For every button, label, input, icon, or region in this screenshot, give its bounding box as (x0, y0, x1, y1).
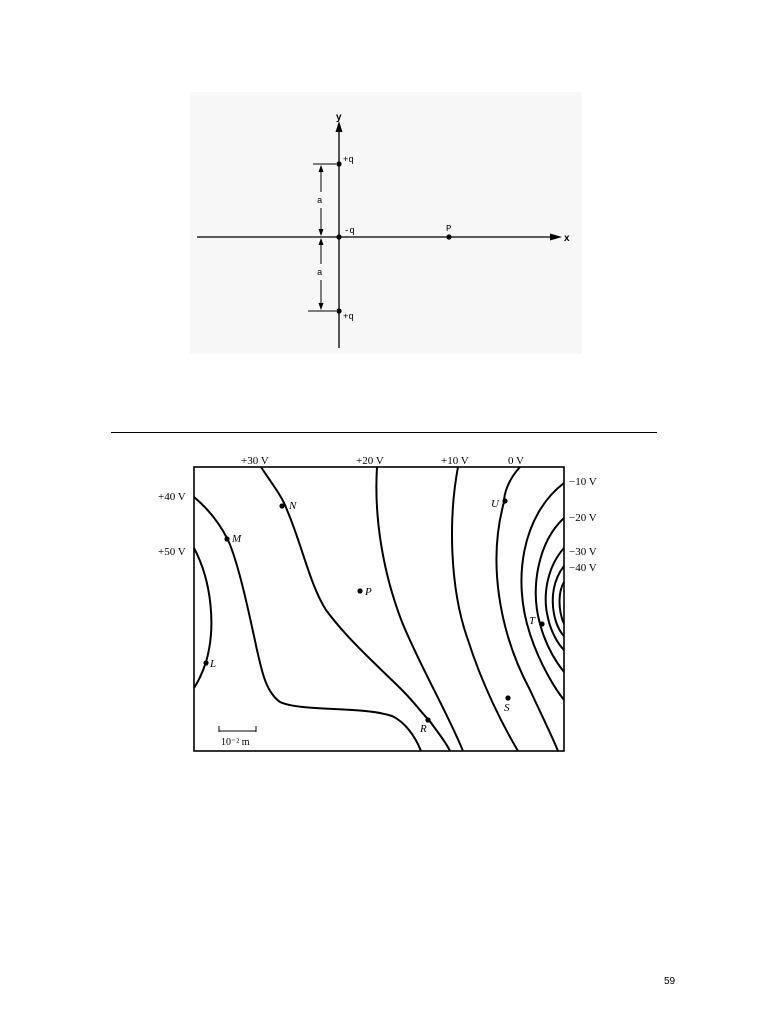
dimension-arrow-lower-bottom (318, 303, 324, 310)
equipotential-minus-40 (551, 565, 565, 637)
map-frame (193, 466, 565, 752)
x-axis-arrow (550, 233, 562, 241)
voltage-label-left-1: +40 V (158, 491, 186, 503)
page-number: 59 (664, 976, 676, 987)
equipotential-plus-10 (451, 466, 519, 752)
point-m-label: M (231, 533, 242, 545)
point-p-map-label: P (364, 586, 372, 598)
spacing-upper-label: a (317, 196, 323, 206)
point-s (505, 695, 511, 701)
voltage-label-top-4: 0 V (508, 455, 524, 467)
point-l-label: L (209, 658, 216, 670)
point-r-label: R (419, 723, 427, 735)
point-n-label: N (288, 500, 297, 512)
voltage-label-top-3: +10 V (441, 455, 469, 467)
point-n (279, 503, 285, 509)
voltage-label-right-1: −10 V (569, 476, 597, 488)
point-t (539, 621, 545, 627)
equipotential-plus-50 (193, 547, 213, 689)
point-u-label: U (491, 498, 500, 510)
x-axis-label: x (564, 233, 570, 244)
equipotential-0 (495, 466, 559, 752)
voltage-label-top-2: +20 V (356, 455, 384, 467)
voltage-label-left-2: +50 V (158, 546, 186, 558)
charge-top-label: +q (343, 155, 354, 165)
point-p-map (357, 588, 363, 594)
voltage-label-right-4: −40 V (569, 562, 597, 574)
equipotential-innermost (558, 581, 565, 625)
voltage-label-top-1: +30 V (241, 455, 269, 467)
point-u (502, 498, 508, 504)
section-divider (111, 432, 657, 433)
dimension-arrow-upper-bottom (318, 229, 324, 236)
equipotential-map-diagram: +30 V +20 V +10 V 0 V +40 V +50 V −10 V … (158, 455, 597, 752)
equipotential-minus-30 (544, 547, 565, 651)
charge-top (336, 161, 342, 167)
charge-bottom-label: +q (343, 312, 354, 322)
dimension-arrow-upper-top (318, 165, 324, 172)
point-p (446, 234, 452, 240)
y-axis-label: y (336, 112, 342, 123)
charge-center-label: -q (344, 226, 355, 236)
charge-center (336, 234, 342, 240)
point-l (203, 660, 209, 666)
charge-configuration-diagram: x y +q -q +q P a a (190, 92, 582, 354)
point-m (224, 536, 230, 542)
scale-bar (218, 726, 257, 732)
scale-bar-label: 10⁻² m (221, 737, 250, 748)
point-p-label: P (446, 224, 451, 234)
point-t-label: T (529, 615, 536, 627)
y-axis-arrow (335, 121, 343, 132)
equipotential-plus-40 (193, 496, 422, 752)
voltage-label-right-3: −30 V (569, 546, 597, 558)
spacing-lower-label: a (317, 268, 323, 278)
point-s-label: S (504, 702, 510, 714)
figure-background (190, 92, 582, 354)
equipotential-minus-20 (534, 517, 565, 673)
charge-bottom (336, 308, 342, 314)
dimension-arrow-lower-top (318, 238, 324, 245)
voltage-label-right-2: −20 V (569, 512, 597, 524)
equipotential-minus-10 (520, 482, 565, 701)
equipotential-plus-20 (375, 466, 464, 752)
point-r (425, 717, 431, 723)
